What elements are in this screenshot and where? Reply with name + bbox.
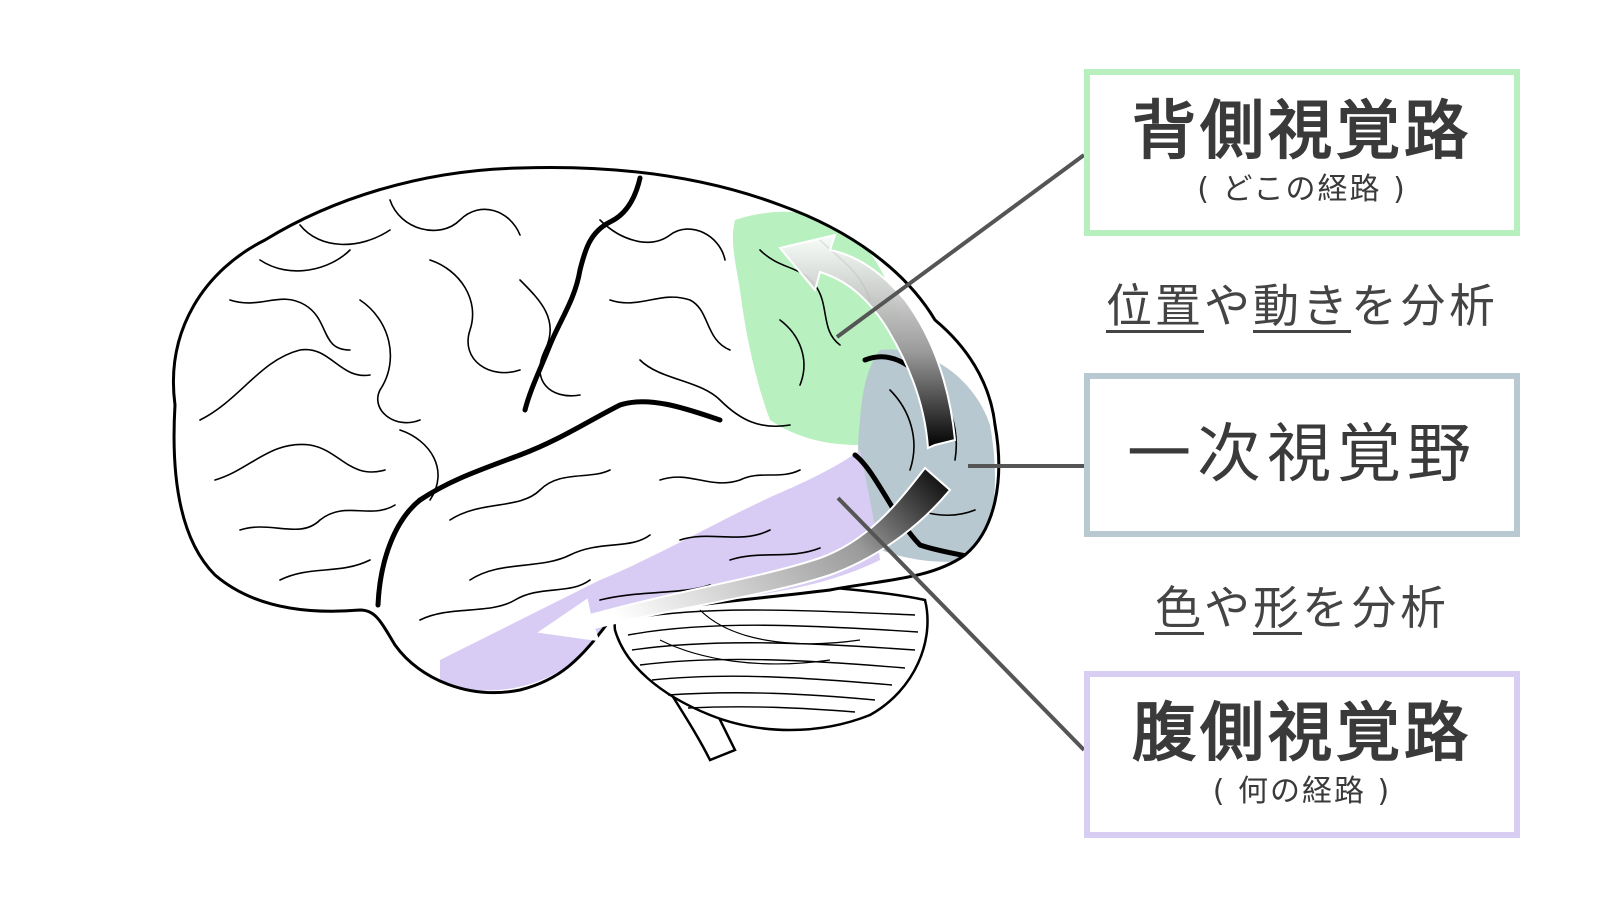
ventral-caption-shape: 形 bbox=[1253, 581, 1302, 635]
dorsal-stream-subtitle: ( どこの経路 ) bbox=[1197, 171, 1407, 207]
ventral-stream-subtitle: ( 何の経路 ) bbox=[1212, 773, 1392, 809]
dorsal-caption-position: 位置 bbox=[1106, 279, 1204, 333]
dorsal-caption: 位置や動きを分析 bbox=[1084, 270, 1520, 336]
ventral-stream-arrow bbox=[537, 466, 952, 642]
ventral-stream-title: 腹側視覚路 bbox=[1132, 697, 1472, 772]
ventral-caption-analyze: を分析 bbox=[1302, 581, 1449, 635]
ventral-stream-label: 腹側視覚路 ( 何の経路 ) bbox=[1084, 671, 1520, 838]
primary-visual-cortex-label: 一次視覚野 bbox=[1084, 373, 1520, 537]
ventral-caption-ya: や bbox=[1204, 581, 1253, 635]
dorsal-caption-motion: 動き bbox=[1253, 279, 1351, 333]
dorsal-leader-line bbox=[835, 153, 1086, 339]
ventral-leader-line bbox=[836, 496, 1086, 752]
dorsal-caption-analyze: を分析 bbox=[1351, 279, 1498, 333]
dorsal-stream-title: 背側視覚路 bbox=[1132, 95, 1472, 170]
dorsal-stream-arrow bbox=[778, 233, 957, 450]
dorsal-caption-ya: や bbox=[1204, 279, 1253, 333]
ventral-caption: 色や形を分析 bbox=[1084, 572, 1520, 638]
cerebellum bbox=[613, 577, 929, 732]
cerebrum-outline bbox=[172, 165, 1001, 695]
ventral-caption-color: 色 bbox=[1155, 581, 1204, 635]
primary-visual-cortex-title: 一次視覚野 bbox=[1127, 417, 1477, 492]
dorsal-stream-label: 背側視覚路 ( どこの経路 ) bbox=[1084, 69, 1520, 236]
